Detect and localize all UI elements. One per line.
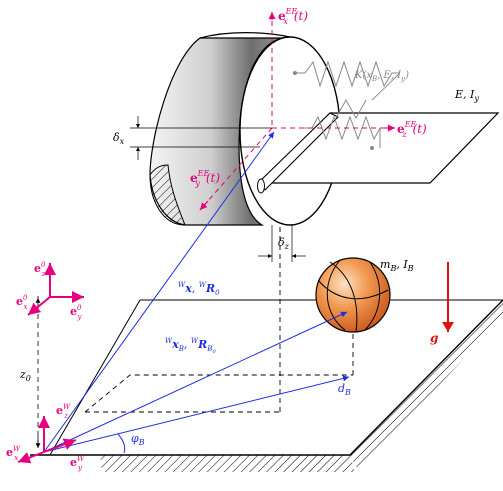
label-delta-z: δz	[278, 236, 290, 251]
label-ball: mB, IB	[380, 258, 414, 273]
frame-w	[17, 416, 77, 464]
label-gravity: g	[430, 331, 438, 345]
ball	[315, 257, 391, 333]
delta-markers	[130, 116, 306, 262]
wheel-end-effector	[149, 32, 341, 226]
position-vectors	[43, 131, 350, 454]
label-phi-b: φB	[131, 432, 145, 447]
label-pose-ball: WxB, WRB0	[165, 337, 216, 355]
label-plate: E, Iy	[454, 88, 479, 103]
label-delta-x: δx	[113, 131, 125, 146]
label-spring: K(xB, E, Iy)	[354, 70, 409, 83]
frame-0	[27, 263, 84, 316]
plate	[257, 112, 500, 194]
label-z0: z0	[19, 368, 31, 383]
floor-plane	[30, 299, 503, 472]
label-d-b: dB	[338, 382, 351, 397]
label-pose-ee: Wx, WR0	[178, 281, 220, 297]
ee-frame	[199, 12, 395, 211]
